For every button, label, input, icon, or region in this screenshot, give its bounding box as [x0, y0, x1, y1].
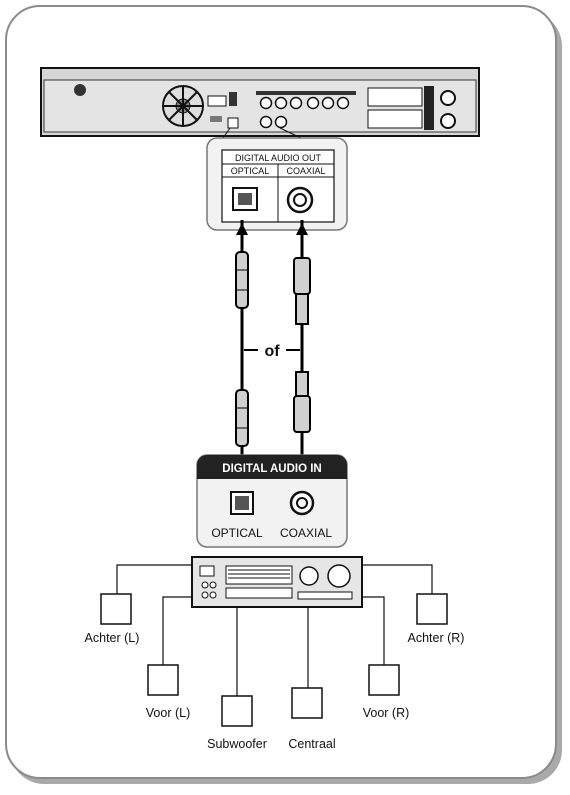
cooling-fan-icon	[162, 85, 204, 127]
receiver-coaxial-label: COAXIAL	[280, 526, 332, 540]
label-rear-left: Achter (L)	[85, 631, 140, 645]
antenna-in-jack	[440, 90, 456, 106]
power-cord-socket	[74, 84, 86, 96]
scart-port-1	[367, 87, 423, 107]
speaker-center	[291, 687, 323, 719]
antenna-out-jack	[440, 113, 456, 129]
label-front-right: Voor (R)	[363, 706, 410, 720]
speaker-subwoofer	[221, 695, 253, 727]
digital-audio-in-title: DIGITAL AUDIO IN	[222, 463, 321, 475]
separator-text: of	[264, 343, 280, 360]
av-receiver	[191, 556, 363, 608]
scart-port-2	[367, 109, 423, 129]
player-coaxial-label: COAXIAL	[286, 166, 325, 176]
volume-knob	[299, 566, 319, 586]
digital-audio-out-panel: DIGITAL AUDIO OUT OPTICAL COAXIAL	[206, 137, 348, 231]
label-front-left: Voor (L)	[146, 706, 190, 720]
speaker-rear-left	[100, 593, 132, 625]
receiver-optical-label: OPTICAL	[211, 526, 263, 540]
label-subwoofer: Subwoofer	[207, 737, 267, 751]
dvd-player-rear	[40, 67, 480, 137]
coaxial-cable	[293, 220, 311, 492]
switch	[229, 92, 237, 106]
speaker-wires	[116, 564, 433, 696]
rca-jacks	[259, 96, 350, 129]
player-optical-label: OPTICAL	[231, 166, 270, 176]
tuning-knob	[327, 564, 351, 588]
label-rear-right: Achter (R)	[408, 631, 465, 645]
speaker-rear-right	[416, 593, 448, 625]
player-misc-port	[210, 116, 222, 122]
player-optical-port-small	[227, 117, 239, 129]
digital-audio-out-title: DIGITAL AUDIO OUT	[235, 153, 322, 163]
digital-audio-in-panel: DIGITAL AUDIO IN OPTICAL COAXIAL	[196, 454, 348, 548]
label-center: Centraal	[288, 737, 335, 751]
scart-port	[207, 95, 227, 107]
speaker-front-left	[147, 664, 179, 696]
speaker-front-right	[368, 664, 400, 696]
optical-cable	[235, 220, 249, 492]
diagram-frame	[5, 5, 557, 779]
